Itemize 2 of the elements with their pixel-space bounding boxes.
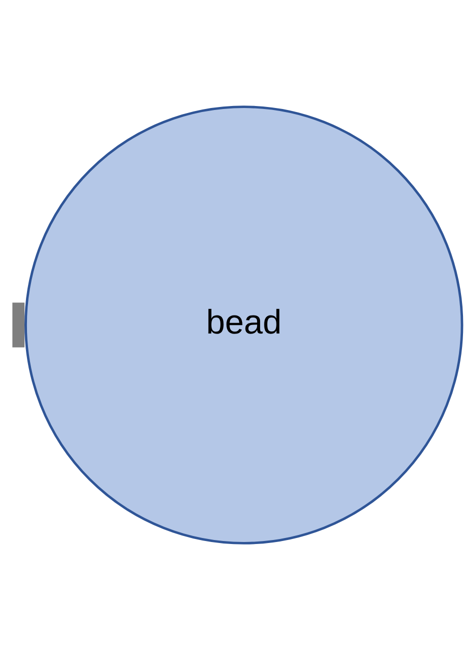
node-circle: bead	[24, 105, 464, 544]
node-bar	[12, 302, 24, 347]
